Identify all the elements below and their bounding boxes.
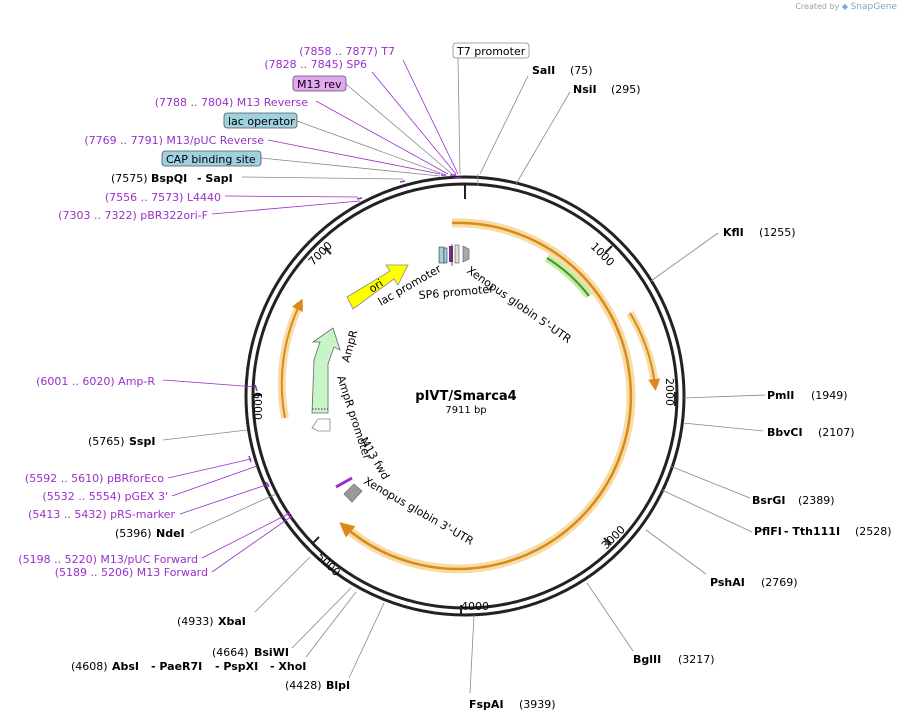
tick-3000 (603, 537, 612, 546)
primer-marks (248, 174, 461, 519)
t7-promoter-label: T7 promoter (456, 45, 526, 58)
ampr-label: AmpR (339, 328, 360, 363)
utr-green-arc-core (546, 257, 590, 297)
t7-promoter-box[interactable] (452, 42, 530, 59)
site-nsii-pos: (295) (611, 83, 641, 96)
site-bbvci-pos: (2107) (818, 426, 855, 439)
primer-m13-puc-reverse[interactable]: (7769 .. 7791) M13/pUC Reverse (84, 134, 264, 147)
primer-m13-forward[interactable]: (5189 .. 5206) M13 Forward (55, 566, 208, 579)
orange-arc-right-core (629, 312, 661, 391)
site-blpi[interactable]: BlpI (326, 679, 350, 692)
primer-l4440[interactable]: (7556 .. 7573) L4440 (105, 191, 221, 204)
site-bsrgi[interactable]: BsrGI (752, 494, 785, 507)
site-absi-pos: (4608) (71, 660, 108, 673)
site-kfli[interactable]: KflI (723, 226, 744, 239)
credit-brand: SnapGene (850, 2, 897, 12)
site-bglii-pos: (3217) (678, 653, 715, 666)
cap-binding-site-label: CAP binding site (166, 153, 256, 166)
tick-label-2000: 2000 (663, 378, 676, 406)
snapgene-credit: Created by ◆ SnapGene (795, 2, 897, 12)
site-pmli[interactable]: PmlI (767, 389, 794, 402)
site-bsiwi[interactable]: BsiWI (254, 646, 289, 659)
xenopus-3utr-arrow (343, 483, 363, 503)
m13rev-feature (449, 246, 453, 262)
primer-amp-r[interactable]: (6001 .. 6020) Amp-R (36, 375, 155, 388)
tick-label-6000: 6000 (251, 392, 264, 420)
primer-sp6[interactable]: (7828 .. 7845) SP6 (264, 58, 367, 71)
site-xbai[interactable]: XbaI (218, 615, 246, 628)
leader-lines (162, 57, 766, 694)
m13-rev-box[interactable] (292, 75, 347, 92)
ori-arrow (346, 264, 409, 310)
tick-1000 (604, 245, 613, 254)
credit-prefix: Created by (795, 2, 840, 11)
site-bsiwi-pos: (4664) (212, 646, 249, 659)
site-tth111i[interactable]: - Tth111I (784, 525, 840, 538)
cap-site-feature (443, 247, 448, 264)
site-xbai-pos: (4933) (177, 615, 214, 628)
site-ndei-pos: (5396) (115, 527, 152, 540)
lac-operator-feature (438, 246, 445, 264)
backbone-outer-ring (244, 175, 686, 617)
site-sali-pos: (75) (570, 64, 593, 77)
tick-5000 (311, 536, 320, 545)
site-fspai-pos: (3939) (519, 698, 556, 711)
site-absi[interactable]: AbsI (112, 660, 139, 673)
site-sspi[interactable]: SspI (129, 435, 155, 448)
plasmid-name: pIVT/Smarca4 (415, 389, 516, 404)
cap-binding-site-box[interactable] (161, 150, 262, 167)
site-fspai[interactable]: FspAI (469, 698, 504, 711)
site-pshai-pos: (2769) (761, 576, 798, 589)
primer-pbr322ori-f[interactable]: (7303 .. 7322) pBR322ori-F (58, 209, 208, 222)
lac-promoter-label: lac promoter (376, 262, 444, 309)
primer-m13-puc-forward[interactable]: (5198 .. 5220) M13/pUC Forward (18, 553, 198, 566)
site-blpi-pos: (4428) (285, 679, 322, 692)
lac-operator-label: lac operator (228, 115, 295, 128)
primer-pbrforeco[interactable]: (5592 .. 5610) pBRforEco (25, 472, 164, 485)
snapgene-logo-icon: ◆ (841, 2, 849, 11)
site-nsii[interactable]: NsiI (573, 83, 597, 96)
site-pflfi[interactable]: PflFI (754, 525, 782, 538)
t7-feature (462, 245, 470, 263)
primer-pgex3[interactable]: (5532 .. 5554) pGEX 3' (42, 490, 168, 503)
ampr-arrow (311, 327, 341, 414)
site-kfli-pos: (1255) (759, 226, 796, 239)
site-paer7i[interactable]: - PaeR7I (151, 660, 202, 673)
site-bsrgi-pos: (2389) (798, 494, 835, 507)
site-pflfi-pos: (2528) (855, 525, 892, 538)
tick-7000 (324, 247, 332, 255)
primer-m13-reverse[interactable]: (7788 .. 7804) M13 Reverse (155, 96, 308, 109)
orange-arc-left-core (280, 298, 303, 419)
site-xhoi[interactable]: - XhoI (270, 660, 306, 673)
orange-arc-left (277, 302, 304, 419)
plasmid-size: 7911 bp (445, 405, 486, 416)
site-sapi[interactable]: - SapI (197, 172, 233, 185)
cds-arc-core (339, 221, 633, 571)
site-bspqi-pos: (7575) (111, 172, 148, 185)
ampr-promoter-arrow (311, 418, 331, 432)
site-pspxi[interactable]: - PspXI (215, 660, 258, 673)
site-ndei[interactable]: NdeI (156, 527, 185, 540)
site-pmli-pos: (1949) (811, 389, 848, 402)
site-sspi-pos: (5765) (88, 435, 125, 448)
site-bbvci[interactable]: BbvCI (767, 426, 803, 439)
xenopus-3utr-label: Xenopus globin 3'-UTR (362, 474, 477, 548)
tick-label-4000: 4000 (461, 600, 489, 613)
site-bglii[interactable]: BglII (633, 653, 661, 666)
primer-t7[interactable]: (7858 .. 7877) T7 (299, 45, 395, 58)
lac-operator-box[interactable] (223, 112, 298, 129)
xenopus-5utr-label: Xenopus globin 5'-UTR (464, 264, 574, 346)
primer-prs-marker[interactable]: (5413 .. 5432) pRS-marker (28, 508, 175, 521)
site-sali[interactable]: SalI (532, 64, 555, 77)
site-bspqi[interactable]: BspQI (151, 172, 187, 185)
m13-fwd-mark (335, 476, 353, 489)
m13-rev-label: M13 rev (297, 78, 342, 91)
sp6-feature (454, 244, 460, 264)
site-pshai[interactable]: PshAI (710, 576, 745, 589)
